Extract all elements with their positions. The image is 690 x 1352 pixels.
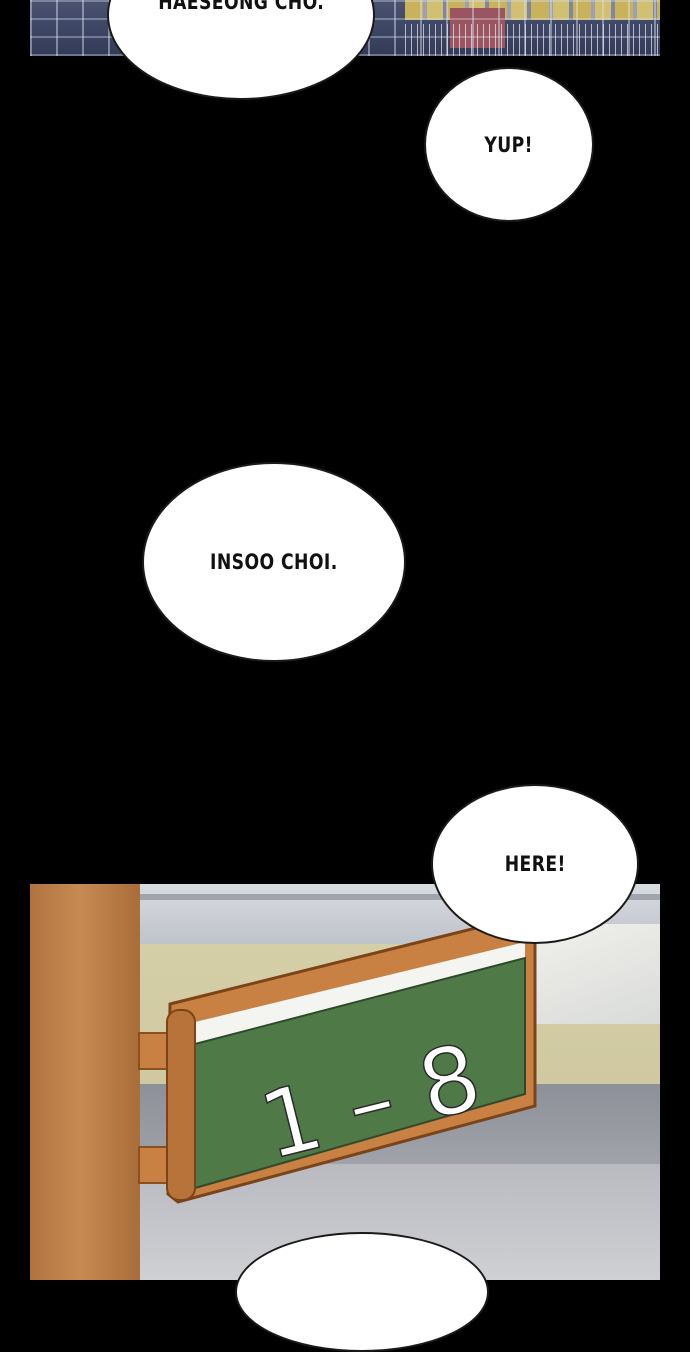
speech-bubble-insoo: INSOO CHOI. (142, 462, 406, 662)
speech-bubble-bottom (235, 1232, 489, 1352)
speech-text: HERE! (504, 852, 566, 876)
classroom-sign: 1 – 8 (30, 884, 660, 1280)
facade-fence (405, 24, 660, 56)
ceiling-beam (140, 894, 660, 900)
speech-bubble-haeseong: HAESEONG CHO. (107, 0, 375, 100)
speech-text: INSOO CHOI. (210, 550, 338, 574)
doorframe-wood (30, 884, 140, 1280)
speech-text: HAESEONG CHO. (157, 0, 325, 14)
speech-text: YUP! (484, 132, 534, 157)
sign-label-strip (195, 942, 525, 1044)
sign-end-cap (166, 1009, 196, 1201)
speech-bubble-yup: YUP! (424, 67, 594, 222)
speech-bubble-here: HERE! (431, 784, 639, 944)
panel-classroom-sign: 1 – 8 (30, 884, 660, 1280)
classroom-sign-graphic: 1 – 8 (166, 922, 537, 1204)
